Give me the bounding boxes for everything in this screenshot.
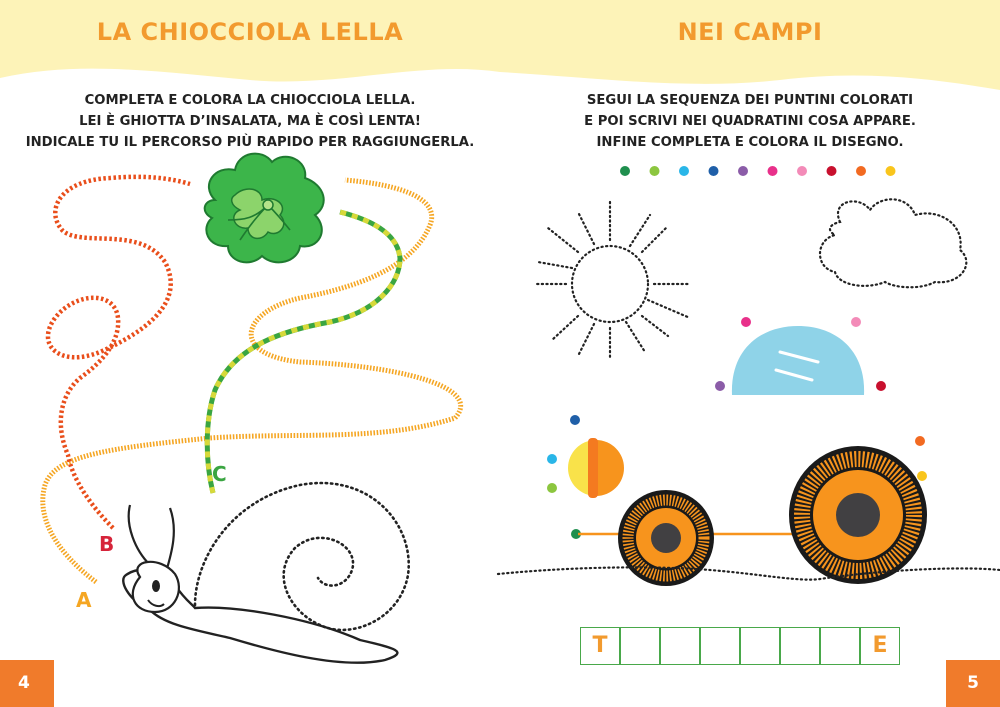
guide-dot: [917, 471, 927, 481]
sun-dotted-drawing: [534, 200, 692, 362]
right-header-band: [500, 0, 1000, 90]
path-c-yellow: [204, 209, 403, 494]
path-label-a: A: [76, 588, 92, 612]
small-wheel: [618, 490, 714, 586]
answer-box[interactable]: [660, 627, 700, 665]
tractor-headlight: [568, 438, 624, 498]
guide-dot: [915, 436, 925, 446]
lettuce-illustration: [203, 152, 325, 264]
sequence-dot: [856, 166, 866, 176]
left-page-number: 4: [0, 660, 54, 707]
ground-dotted-line: [496, 566, 1000, 581]
answer-box[interactable]: [700, 627, 740, 665]
sequence-dot: [885, 166, 896, 176]
left-instruction-line: LEI È GHIOTTA D’INSALATA, MA È COSÌ LENT…: [79, 114, 421, 129]
right-page-number: 5: [946, 660, 1000, 707]
left-page-title: LA CHIOCCIOLA LELLA: [96, 18, 404, 46]
left-instructions: COMPLETA E COLORA LA CHIOCCIOLA LELLA. L…: [0, 90, 500, 153]
path-b: [45, 174, 191, 530]
left-header-band: [0, 0, 500, 82]
guide-dot: [570, 415, 580, 425]
snail-illustration: [122, 481, 411, 664]
sequence-dot: [708, 166, 719, 176]
path-label-c: C: [212, 462, 227, 486]
right-instruction-line: INFINE COMPLETA E COLORA IL DISEGNO.: [596, 135, 904, 150]
right-instruction-line: E POI SCRIVI NEI QUADRATINI COSA APPARE.: [584, 114, 916, 129]
answer-box[interactable]: [780, 627, 820, 665]
cloud-dotted-drawing: [819, 198, 968, 289]
big-wheel: [789, 446, 927, 584]
guide-dot: [547, 454, 557, 464]
answer-box[interactable]: E: [860, 627, 900, 665]
answer-box[interactable]: [820, 627, 860, 665]
sequence-dot: [738, 166, 748, 176]
sequence-dot: [826, 166, 837, 176]
answer-box[interactable]: [620, 627, 660, 665]
cabin-guide-dots: [715, 317, 886, 391]
color-dot-sequence: [620, 166, 896, 176]
sequence-dot: [679, 166, 689, 176]
right-instructions: SEGUI LA SEQUENZA DEI PUNTINI COLORATI E…: [500, 90, 1000, 153]
left-instruction-line: COMPLETA E COLORA LA CHIOCCIOLA LELLA.: [84, 93, 416, 108]
answer-box[interactable]: T: [580, 627, 620, 665]
right-instruction-line: SEGUI LA SEQUENZA DEI PUNTINI COLORATI: [586, 93, 914, 108]
path-a: [40, 177, 464, 584]
guide-dot: [571, 529, 581, 539]
tractor-guide-dots: [547, 415, 927, 539]
guide-dot: [715, 381, 725, 391]
answer-box[interactable]: [740, 627, 780, 665]
sequence-dot: [767, 166, 778, 176]
sequence-dot: [620, 166, 630, 176]
left-instruction-line: INDICALE TU IL PERCORSO PIÙ RAPIDO PER R…: [25, 135, 475, 150]
guide-dot: [547, 483, 557, 493]
right-page-title: NEI CAMPI: [677, 18, 823, 46]
tractor-cabin: [731, 326, 865, 395]
sequence-dot: [649, 166, 660, 176]
guide-dot: [851, 317, 861, 327]
guide-dot: [741, 317, 751, 327]
path-label-b: B: [99, 532, 115, 556]
sequence-dot: [797, 166, 807, 176]
guide-dot: [876, 381, 886, 391]
